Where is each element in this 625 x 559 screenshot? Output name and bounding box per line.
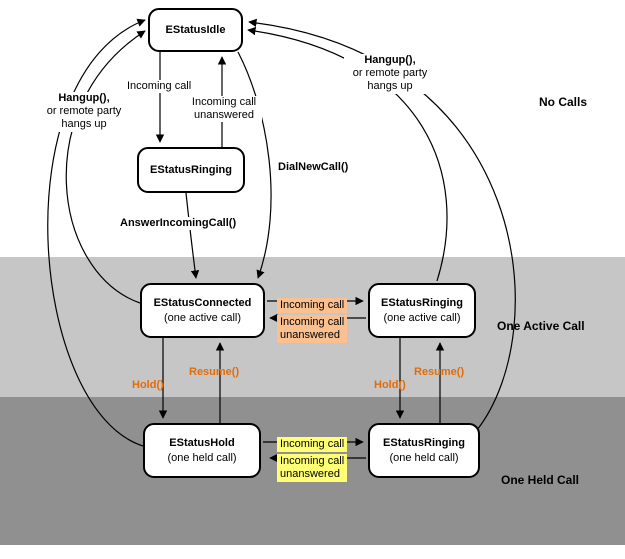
label-hangup-left-line2: or remote party [46,105,122,118]
arrow-hangup-from-ringing-held [248,18,516,431]
label-hangup-left: Hangup(), or remote party hangs up [38,92,130,132]
label-incoming-unanswered-line1: Incoming call [191,96,257,108]
label-incoming-unanswered-held: Incoming call unanswered [277,454,348,483]
state-ringing-held: EStatusRinging (one held call) [368,423,480,478]
state-ringing-held-label: EStatusRinging [383,437,465,450]
label-answer-incoming-call: AnswerIncomingCall() [119,217,238,231]
region-label-no-calls: No Calls [539,95,588,109]
state-idle: EStatusIdle [148,8,243,52]
state-ringing: EStatusRinging [137,147,245,193]
label-incoming-unanswered-held-line2: unanswered [280,468,340,481]
region-label-one-active-call: One Active Call [497,319,585,333]
state-ringing-active-subtitle: (one active call) [383,311,461,324]
label-incoming-unanswered-held-line1: Incoming call [280,455,345,467]
state-ringing-active-label: EStatusRinging [381,297,463,310]
state-connected-subtitle: (one active call) [163,311,242,324]
label-resume-left: Resume() [189,366,240,378]
label-dial-new-call: DialNewCall() [277,161,350,175]
label-hold-left: Hold() [132,379,164,391]
state-connected: EStatusConnected (one active call) [140,283,265,338]
state-hold-subtitle: (one held call) [167,451,237,464]
label-incoming-unanswered: Incoming call unanswered [186,96,262,123]
label-hold-right: Hold() [374,379,406,391]
region-label-one-held-call: One Held Call [501,473,580,487]
label-incoming-unanswered-line2: unanswered [194,109,254,122]
label-hangup-right: Hangup(), or remote party hangs up [344,54,436,94]
label-hangup-right-line3: hangs up [367,80,413,93]
label-hangup-right-line1: Hangup(), [364,54,416,66]
state-hold: EStatusHold (one held call) [143,423,261,478]
state-ringing-label: EStatusRinging [150,163,232,176]
state-ringing-held-subtitle: (one held call) [389,451,459,464]
label-hangup-left-line1: Hangup(), [58,92,110,104]
state-connected-label: EStatusConnected [153,297,252,310]
arrow-answer-incoming-call [185,192,200,279]
arrow-dial-new-call [237,51,272,279]
state-hold-label: EStatusHold [169,437,235,450]
label-hangup-right-line2: or remote party [352,67,428,80]
label-incoming-call: Incoming call [126,80,193,94]
label-hangup-left-line3: hangs up [61,118,107,131]
state-ringing-active: EStatusRinging (one active call) [368,283,476,338]
arrow-hangup-from-hold [47,18,146,447]
label-incoming-call-held: Incoming call [277,437,348,453]
label-incoming-unanswered-active: Incoming call unanswered [277,315,348,344]
label-resume-right: Resume() [414,366,465,378]
label-incoming-unanswered-active-line1: Incoming call [280,316,345,328]
label-incoming-call-active: Incoming call [277,298,348,314]
state-idle-label: EStatusIdle [165,23,226,36]
arrow-hangup-from-ringing-active [247,26,448,282]
arrow-hangup-from-connected [65,30,146,304]
label-incoming-unanswered-active-line2: unanswered [280,329,340,342]
